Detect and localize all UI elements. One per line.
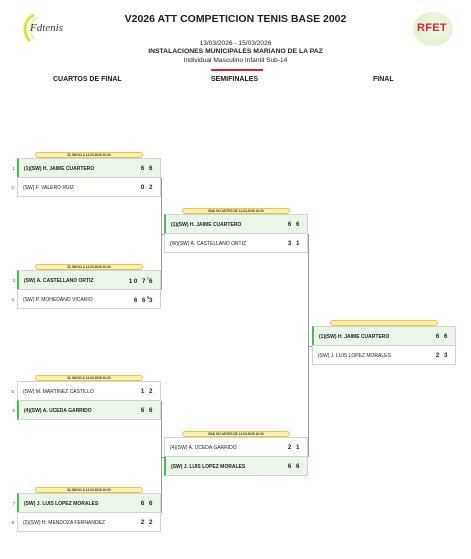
tournament-venue: INSTALACIONES MUNICIPALES MARIANO DE LA …: [148, 48, 323, 55]
round-quarters[interactable]: CUARTOS DE FINAL: [53, 76, 122, 83]
player-row[interactable]: (SW) J. LUIS LOPEZ MORALES 2 3: [312, 345, 456, 365]
player-score: 3 1: [287, 240, 301, 247]
tournament-category: Individual Masculino Infantil Sub-14: [183, 57, 288, 64]
tiebreak-score: 7: [146, 277, 150, 281]
player-name: (SW) P. MOHEDANO VICARIO: [23, 297, 93, 303]
player-row[interactable]: (1)(SW) H. JAIME CUARTERO 6 6: [312, 326, 456, 346]
player-score: 6 6: [435, 333, 449, 340]
tournament-dates: 13/03/2026 - 15/03/2026: [199, 40, 272, 47]
player-row[interactable]: (SW) J. LUIS LOPEZ MORALES 6 6: [164, 456, 308, 476]
player-name: (SW) J. LUIS LOPEZ MORALES: [171, 464, 246, 470]
bracket-connector: [308, 234, 309, 457]
rfet-logo: RFET: [413, 12, 453, 46]
draw-position: 6: [12, 408, 15, 413]
player-name: (1)(SW) H. JAIME CUARTERO: [24, 166, 95, 172]
player-score: 6 6: [287, 463, 301, 470]
player-row[interactable]: 5 (SW) M. MARTINEZ CASTILLO 1 2: [11, 381, 161, 401]
player-row[interactable]: 4 (SW) P. MOHEDANO VICARIO 6 653: [11, 289, 161, 309]
player-score: 2 2: [140, 519, 154, 526]
match-badge: SL INICIO A 14.03.2026 10:00: [35, 487, 143, 493]
draw-position: 3: [12, 278, 15, 283]
match-badge: [330, 320, 438, 326]
bracket-connector: [161, 457, 164, 458]
round-semis[interactable]: SEMIFINALES: [211, 76, 259, 83]
player-name: (2)(SW) H. MENDOZA FERNANDEZ: [23, 520, 105, 526]
player-score: 10 776: [129, 277, 154, 285]
player-score: 1 2: [140, 388, 154, 395]
player-score: 6 6: [287, 221, 301, 228]
fdtenis-logo: Fdtenis: [20, 13, 68, 45]
bracket-connector: [161, 234, 164, 235]
match-badge: BAD NO ANTES DE 14.03.2026 16:30: [182, 208, 290, 214]
match-badge: BAD NO ANTES DE 14.03.2026 16:30: [182, 431, 290, 437]
set-scores: 6 6: [133, 297, 147, 305]
draw-position: 4: [11, 297, 14, 302]
draw-position: 1: [12, 166, 15, 171]
player-name: (SW) A. CASTELLANO ORTIZ: [24, 278, 94, 284]
player-row[interactable]: 1 (1)(SW) H. JAIME CUARTERO 6 6: [12, 158, 161, 178]
player-name: (SW) F. VALERO RUIZ: [23, 185, 75, 191]
tournament-title: V2026 ATT COMPETICION TENIS BASE 2002: [124, 13, 347, 25]
player-row[interactable]: (4)(SW) A. UCEDA GARRIDO 2 1: [164, 437, 308, 457]
set-score-tail: 3: [149, 297, 154, 305]
match-badge: SL INICIO A 14.03.2026 10:00: [35, 152, 143, 158]
set-scores: 10 7: [128, 278, 147, 286]
player-row[interactable]: 2 (SW) F. VALERO RUIZ 0 2: [11, 177, 161, 197]
player-name: (4)(SW) A. UCEDA GARRIDO: [170, 445, 237, 451]
set-score-tail: 6: [149, 278, 154, 286]
logo-right-text: RFET: [417, 22, 447, 34]
player-row[interactable]: 6 (4)(SW) A. UCEDA GARRIDO 6 6: [12, 400, 161, 420]
match-badge: SL INICIO A 14.03.2026 10:00: [35, 264, 143, 270]
player-score: 2 3: [435, 352, 449, 359]
player-name: (SW) M. MARTINEZ CASTILLO: [23, 389, 94, 395]
player-name: (1)(SW) H. JAIME CUARTERO: [171, 222, 242, 228]
active-round-indicator: [211, 69, 263, 71]
player-name: (1)(SW) H. JAIME CUARTERO: [319, 334, 390, 340]
player-row[interactable]: 3 (SW) A. CASTELLANO ORTIZ 10 776: [12, 270, 161, 290]
draw-position: 5: [11, 389, 14, 394]
logo-left-text: Fdtenis: [30, 22, 63, 34]
player-name: (W)(SW) A. CASTELLANO ORTIZ: [170, 241, 247, 247]
match-badge: SL INICIO A 14.03.2026 10:00: [35, 375, 143, 381]
player-score: 2 1: [287, 444, 301, 451]
tiebreak-score: 5: [146, 296, 150, 300]
player-name: (SW) J. LUIS LOPEZ MORALES: [318, 353, 391, 359]
player-row[interactable]: 7 (SW) J. LUIS LOPEZ MORALES 6 6: [12, 493, 161, 513]
draw-position: 2: [11, 185, 14, 190]
player-row[interactable]: (1)(SW) H. JAIME CUARTERO 6 6: [164, 214, 308, 234]
player-score: 6 653: [134, 296, 154, 304]
draw-position: 7: [12, 501, 15, 506]
round-final[interactable]: FINAL: [373, 76, 394, 83]
player-score: 6 6: [140, 500, 154, 507]
draw-position: 8: [11, 520, 14, 525]
player-score: 6 6: [140, 407, 154, 414]
tennis-swoosh-icon: [23, 13, 39, 43]
player-name: (4)(SW) A. UCEDA GARRIDO: [24, 408, 92, 414]
player-name: (SW) J. LUIS LOPEZ MORALES: [24, 501, 99, 507]
player-row[interactable]: 8 (2)(SW) H. MENDOZA FERNANDEZ 2 2: [11, 512, 161, 532]
bracket-connector: [308, 346, 312, 347]
player-row[interactable]: (W)(SW) A. CASTELLANO ORTIZ 3 1: [164, 233, 308, 253]
player-score: 0 2: [140, 184, 154, 191]
player-score: 6 6: [140, 165, 154, 172]
